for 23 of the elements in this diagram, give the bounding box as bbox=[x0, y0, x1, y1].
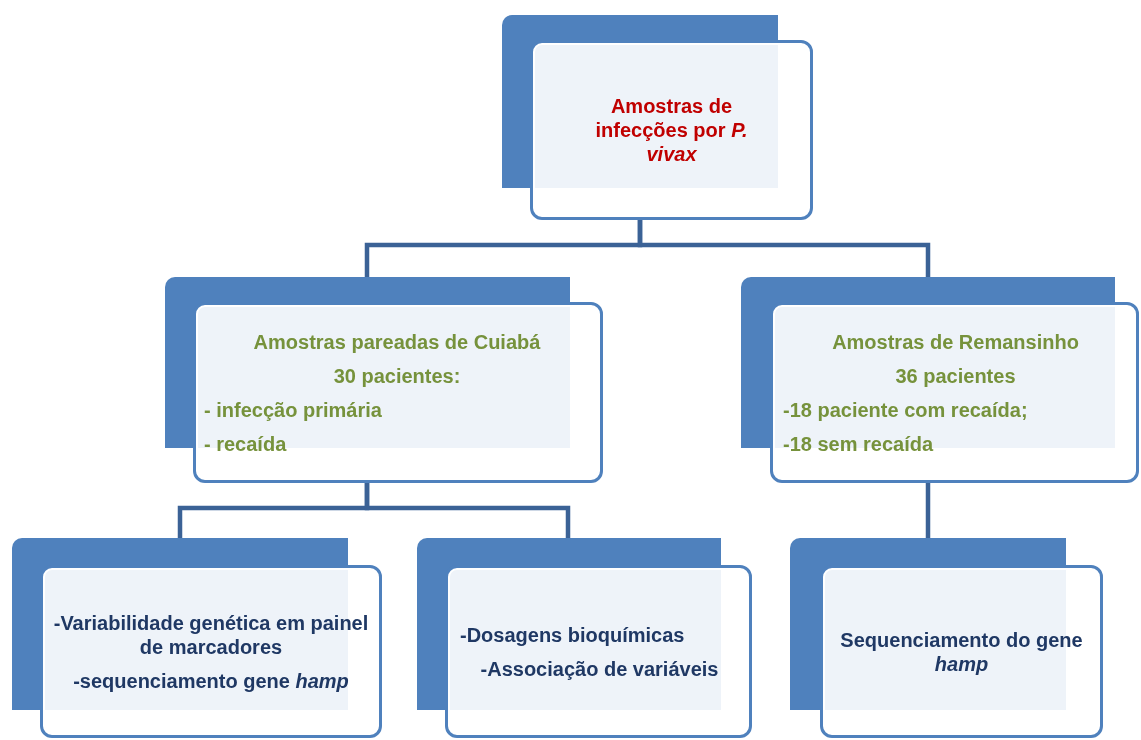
box-text: Amostras de infecções por P. vivax bbox=[594, 94, 749, 166]
box-text: -Variabilidade genética em painel de marcadores bbox=[53, 610, 369, 659]
stacked-box bbox=[741, 277, 1139, 483]
stacked-box bbox=[502, 15, 813, 220]
connector-line bbox=[364, 483, 571, 538]
box-text: -18 paciente com recaída; bbox=[783, 397, 1029, 422]
stacked-box bbox=[417, 538, 752, 738]
stacked-box bbox=[790, 538, 1103, 738]
box-text: 30 pacientes: bbox=[332, 363, 462, 388]
stacked-box bbox=[165, 277, 603, 483]
box-text: 36 pacientes bbox=[894, 363, 1017, 388]
box-text: - infecção primária bbox=[204, 397, 383, 422]
box-text: -Associação de variáveis bbox=[479, 656, 720, 681]
connector-line bbox=[637, 220, 931, 277]
box-text: Amostras de Remansinho bbox=[831, 329, 1080, 354]
connector-line bbox=[925, 483, 931, 538]
stacked-box bbox=[12, 538, 382, 738]
box-text: Amostras pareadas de Cuiabá bbox=[252, 329, 542, 354]
box-text: Sequenciamento do gene hamp bbox=[839, 627, 1084, 676]
box-text: -Dosagens bioquímicas bbox=[460, 622, 686, 647]
box-text: -18 sem recaída bbox=[783, 431, 935, 456]
box-text: -sequenciamento gene hamp bbox=[72, 668, 350, 693]
box-text: - recaída bbox=[204, 431, 288, 456]
